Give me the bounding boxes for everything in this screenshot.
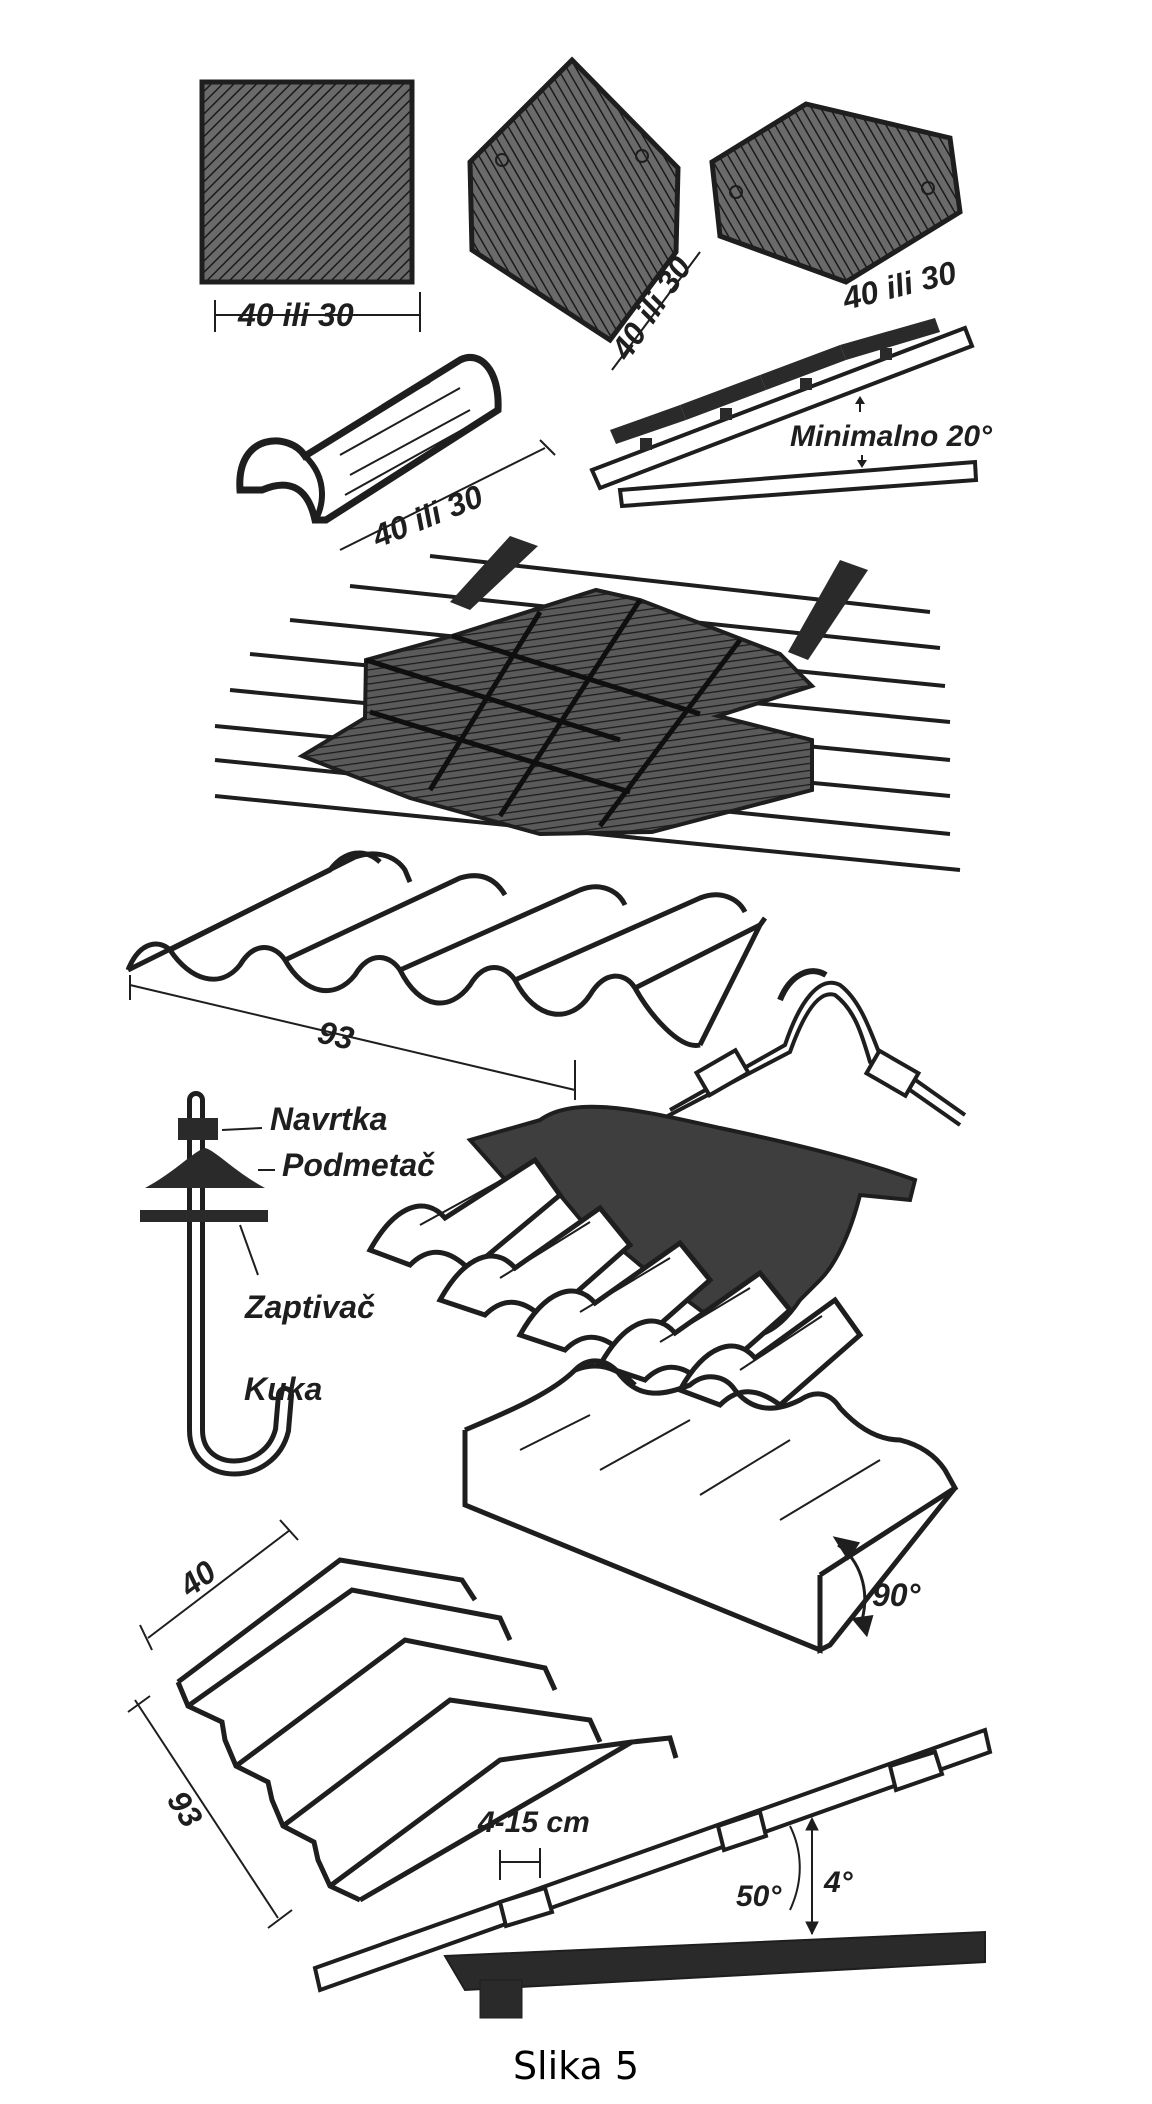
nut-label: Navrtka	[270, 1101, 387, 1137]
square-tile: 40 ili 30	[199, 79, 421, 333]
angle-big-label: 50°	[736, 1880, 782, 1913]
ridge-sheet	[366, 1104, 918, 1409]
corrugated-sheet	[125, 850, 768, 1100]
ridge-tile: 40 ili 30	[236, 354, 556, 555]
sealant-shape	[140, 1210, 268, 1222]
angle-small-label: 4°	[823, 1866, 854, 1899]
shingle-roof	[214, 536, 961, 872]
slope-detail: Minimalno 20°	[589, 318, 993, 509]
sealant-label: Zaptivač	[244, 1289, 375, 1325]
right-angle-label: 90°	[872, 1577, 921, 1613]
diamond-tile: 40 ili 30	[467, 56, 701, 371]
washer-shape	[145, 1148, 265, 1188]
hexagon-tile: 40 ili 30	[709, 101, 963, 317]
stepped-sheet	[127, 1519, 679, 1929]
sheet-width-label: 93	[160, 1784, 210, 1834]
overlap-detail	[312, 1727, 993, 2019]
end-piece	[462, 1358, 959, 1655]
nut-shape	[178, 1118, 218, 1140]
hook-label: Kuka	[244, 1371, 322, 1407]
figure-caption: Slika 5	[512, 2044, 640, 2088]
hook-bolt	[140, 1091, 294, 1477]
square-dim-label: 40 ili 30	[237, 297, 354, 333]
ridge-dim-label: 40 ili 30	[366, 478, 488, 555]
sheet-length-label: 40	[172, 1553, 223, 1604]
washer-label: Podmetač	[282, 1147, 435, 1183]
min-slope-label: Minimalno 20°	[790, 420, 993, 453]
ridge-cap-detail	[659, 968, 967, 1127]
overlap-label: 4-15 cm	[477, 1806, 590, 1839]
corrugated-width-label: 93	[314, 1014, 357, 1057]
